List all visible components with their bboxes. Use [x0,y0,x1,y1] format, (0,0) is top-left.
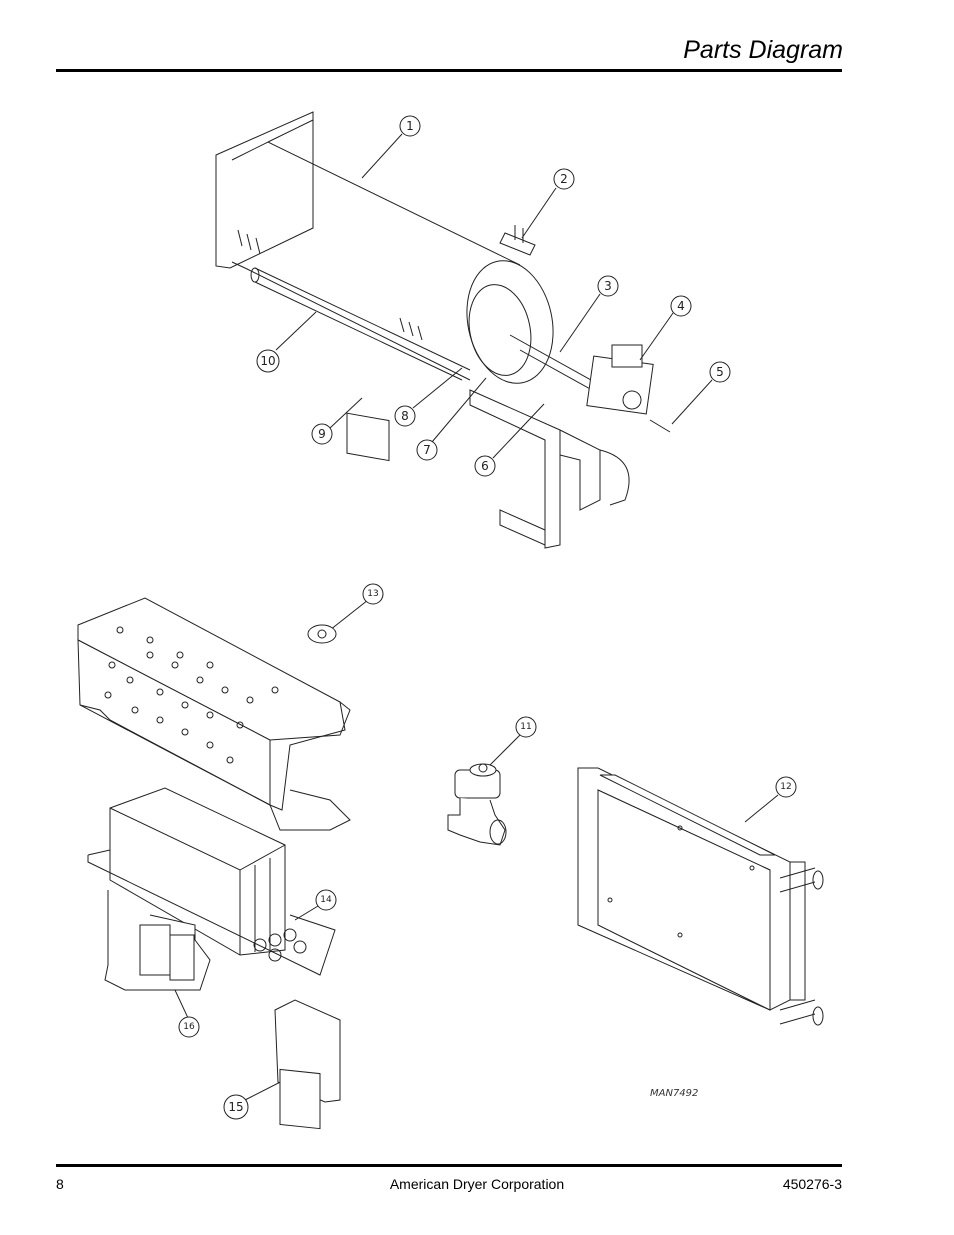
callout-11: 11 [515,716,537,738]
company-name: American Dryer Corporation [389,1176,565,1192]
callout-16: 16 [178,1016,200,1038]
svg-text:4: 4 [677,299,685,313]
svg-text:MAN7492: MAN7492 [650,1088,698,1099]
callout-15: 15 [223,1094,249,1120]
control-box-assembly [77,597,351,1130]
svg-text:16: 16 [183,1022,195,1032]
header-rule [56,69,842,72]
callout-4: 4 [670,295,692,317]
svg-text:14: 14 [320,895,332,905]
svg-text:13: 13 [367,589,378,599]
page-title: Parts Diagram [683,36,843,64]
footer-rule [56,1164,842,1167]
svg-text:9: 9 [318,427,326,441]
svg-text:8: 8 [401,409,409,423]
svg-text:1: 1 [406,119,414,133]
callout-13: 13 [362,583,384,605]
document-number: 450276-3 [782,1176,842,1192]
svg-text:3: 3 [604,279,612,293]
svg-text:6: 6 [481,459,489,473]
svg-text:12: 12 [780,782,791,792]
callout-12: 12 [775,776,797,798]
callout-5: 5 [709,361,731,383]
solenoid-valve [447,763,507,846]
callout-7: 7 [416,439,438,461]
drawing-code: MAN7492 [650,1088,698,1099]
svg-text:11: 11 [520,722,531,732]
svg-text:15: 15 [228,1100,243,1114]
callout-6: 6 [474,455,496,477]
svg-text:2: 2 [560,172,568,186]
heating-coil [577,767,824,1026]
callout-1: 1 [399,115,421,137]
callout-9: 9 [311,423,333,445]
svg-text:5: 5 [716,365,724,379]
callout-3: 3 [597,275,619,297]
callout-10: 10 [256,349,280,373]
callout-8: 8 [394,405,416,427]
callout-14: 14 [315,889,337,911]
burner-assembly [215,111,671,549]
svg-text:10: 10 [260,354,275,368]
page-number: 8 [56,1176,64,1192]
callout-2: 2 [553,168,575,190]
svg-text:7: 7 [423,443,431,457]
